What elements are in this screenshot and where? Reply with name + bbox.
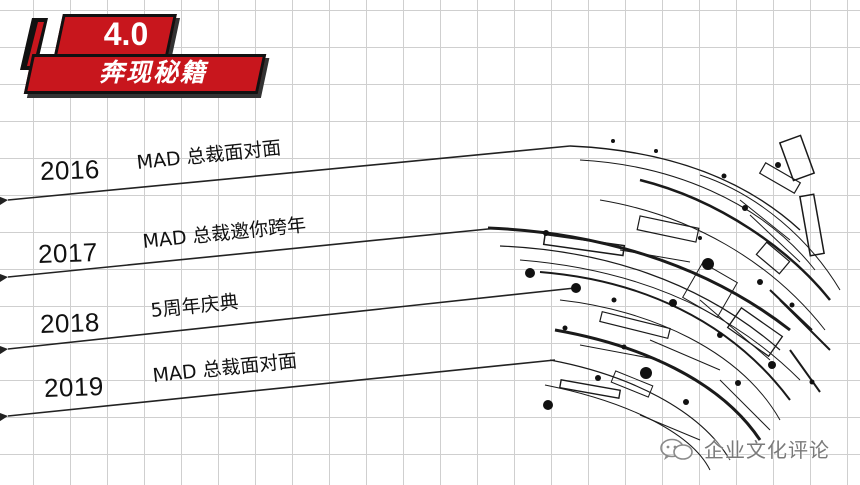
wechat-icon xyxy=(660,438,693,460)
watermark-text: 企业文化评论 xyxy=(704,438,830,462)
year-label: 2016 xyxy=(39,153,101,187)
arrow-2017 xyxy=(0,227,499,285)
badge-title: 奔现秘籍 xyxy=(98,58,207,87)
arrow-2016 xyxy=(0,145,571,208)
year-label: 2018 xyxy=(39,306,101,340)
tech-nodes xyxy=(525,139,815,410)
watermark: 企业文化评论 xyxy=(660,434,860,464)
tech-curve xyxy=(487,134,841,471)
timeline-arrows xyxy=(0,145,576,424)
badge-number: 4.0 xyxy=(103,16,149,52)
section-badge: 4.0 奔现秘籍 xyxy=(18,8,270,94)
arrow-2019 xyxy=(0,359,556,424)
arrow-2018 xyxy=(0,287,576,357)
year-label: 2017 xyxy=(37,236,99,270)
year-label: 2019 xyxy=(43,370,105,404)
